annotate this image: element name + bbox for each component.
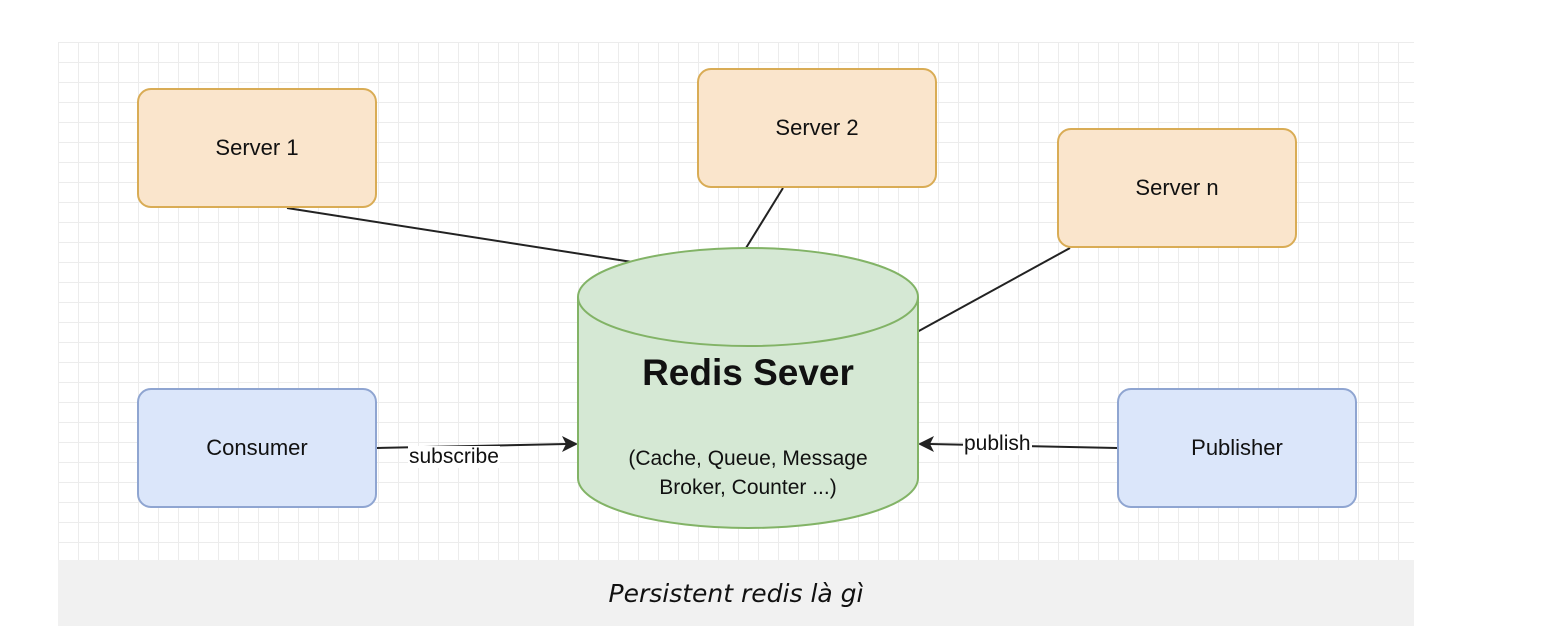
caption-bar: Persistent redis là gì <box>58 560 1414 626</box>
consumer-box: Consumer <box>137 388 377 508</box>
redis-cylinder <box>577 247 919 529</box>
publish-label: publish <box>963 432 1032 455</box>
redis-subtitle: (Cache, Queue, Message Broker, Counter .… <box>578 444 918 502</box>
server-1-box: Server 1 <box>137 88 377 208</box>
server-1-label: Server 1 <box>215 135 299 160</box>
arrowhead-subscribe <box>562 436 578 452</box>
server-2-label: Server 2 <box>775 115 859 140</box>
redis-subtitle-line-2: Broker, Counter ...) <box>659 476 837 499</box>
server-n-label: Server n <box>1135 175 1219 200</box>
publisher-label: Publisher <box>1191 435 1283 460</box>
consumer-label: Consumer <box>206 435 308 460</box>
connector-server2-redis <box>745 187 784 249</box>
subscribe-label: subscribe <box>408 445 500 468</box>
connector-servern-redis <box>916 247 1071 333</box>
arrowhead-publish <box>918 436 934 452</box>
redis-title: Redis Sever <box>642 352 854 393</box>
server-2-box: Server 2 <box>697 68 937 188</box>
figure-caption: Persistent redis là gì <box>608 578 864 608</box>
redis-subtitle-line-1: (Cache, Queue, Message <box>628 447 868 470</box>
connector-server1-redis <box>286 207 633 263</box>
publisher-box: Publisher <box>1117 388 1357 508</box>
server-n-box: Server n <box>1057 128 1297 248</box>
